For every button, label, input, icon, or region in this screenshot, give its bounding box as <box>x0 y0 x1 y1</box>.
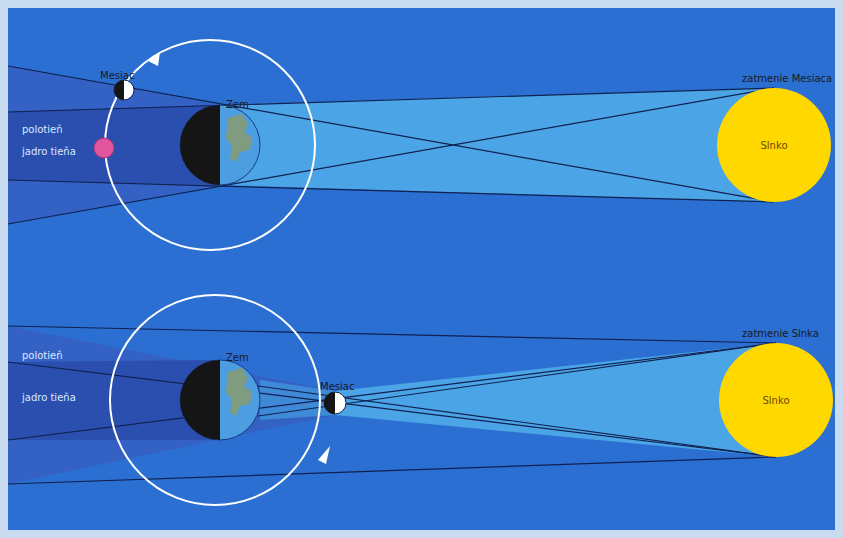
body-name: Mesiac <box>320 381 354 392</box>
region-label: polotieň <box>22 124 63 136</box>
region-label: zatmenie Slnka <box>742 328 819 340</box>
region-label: polotieň <box>22 350 63 362</box>
body-label: Mesiac <box>320 375 354 394</box>
body-name: Zem <box>226 99 249 110</box>
body-name: Slnko <box>762 395 789 406</box>
body-name: Mesiac <box>100 70 134 81</box>
region-label: jadro tieňa <box>22 392 76 404</box>
body-name: Slnko <box>760 140 787 151</box>
body-label: Zem <box>226 346 249 365</box>
body-label: Zem <box>226 93 249 112</box>
body-label: Mesiac <box>100 64 134 83</box>
body-name: Zem <box>226 352 249 363</box>
region-label: jadro tieňa <box>22 146 76 158</box>
sun-circle: Slnko <box>717 88 831 202</box>
region-label: zatmenie Mesiaca <box>742 73 832 85</box>
sun-circle: Slnko <box>719 343 833 457</box>
